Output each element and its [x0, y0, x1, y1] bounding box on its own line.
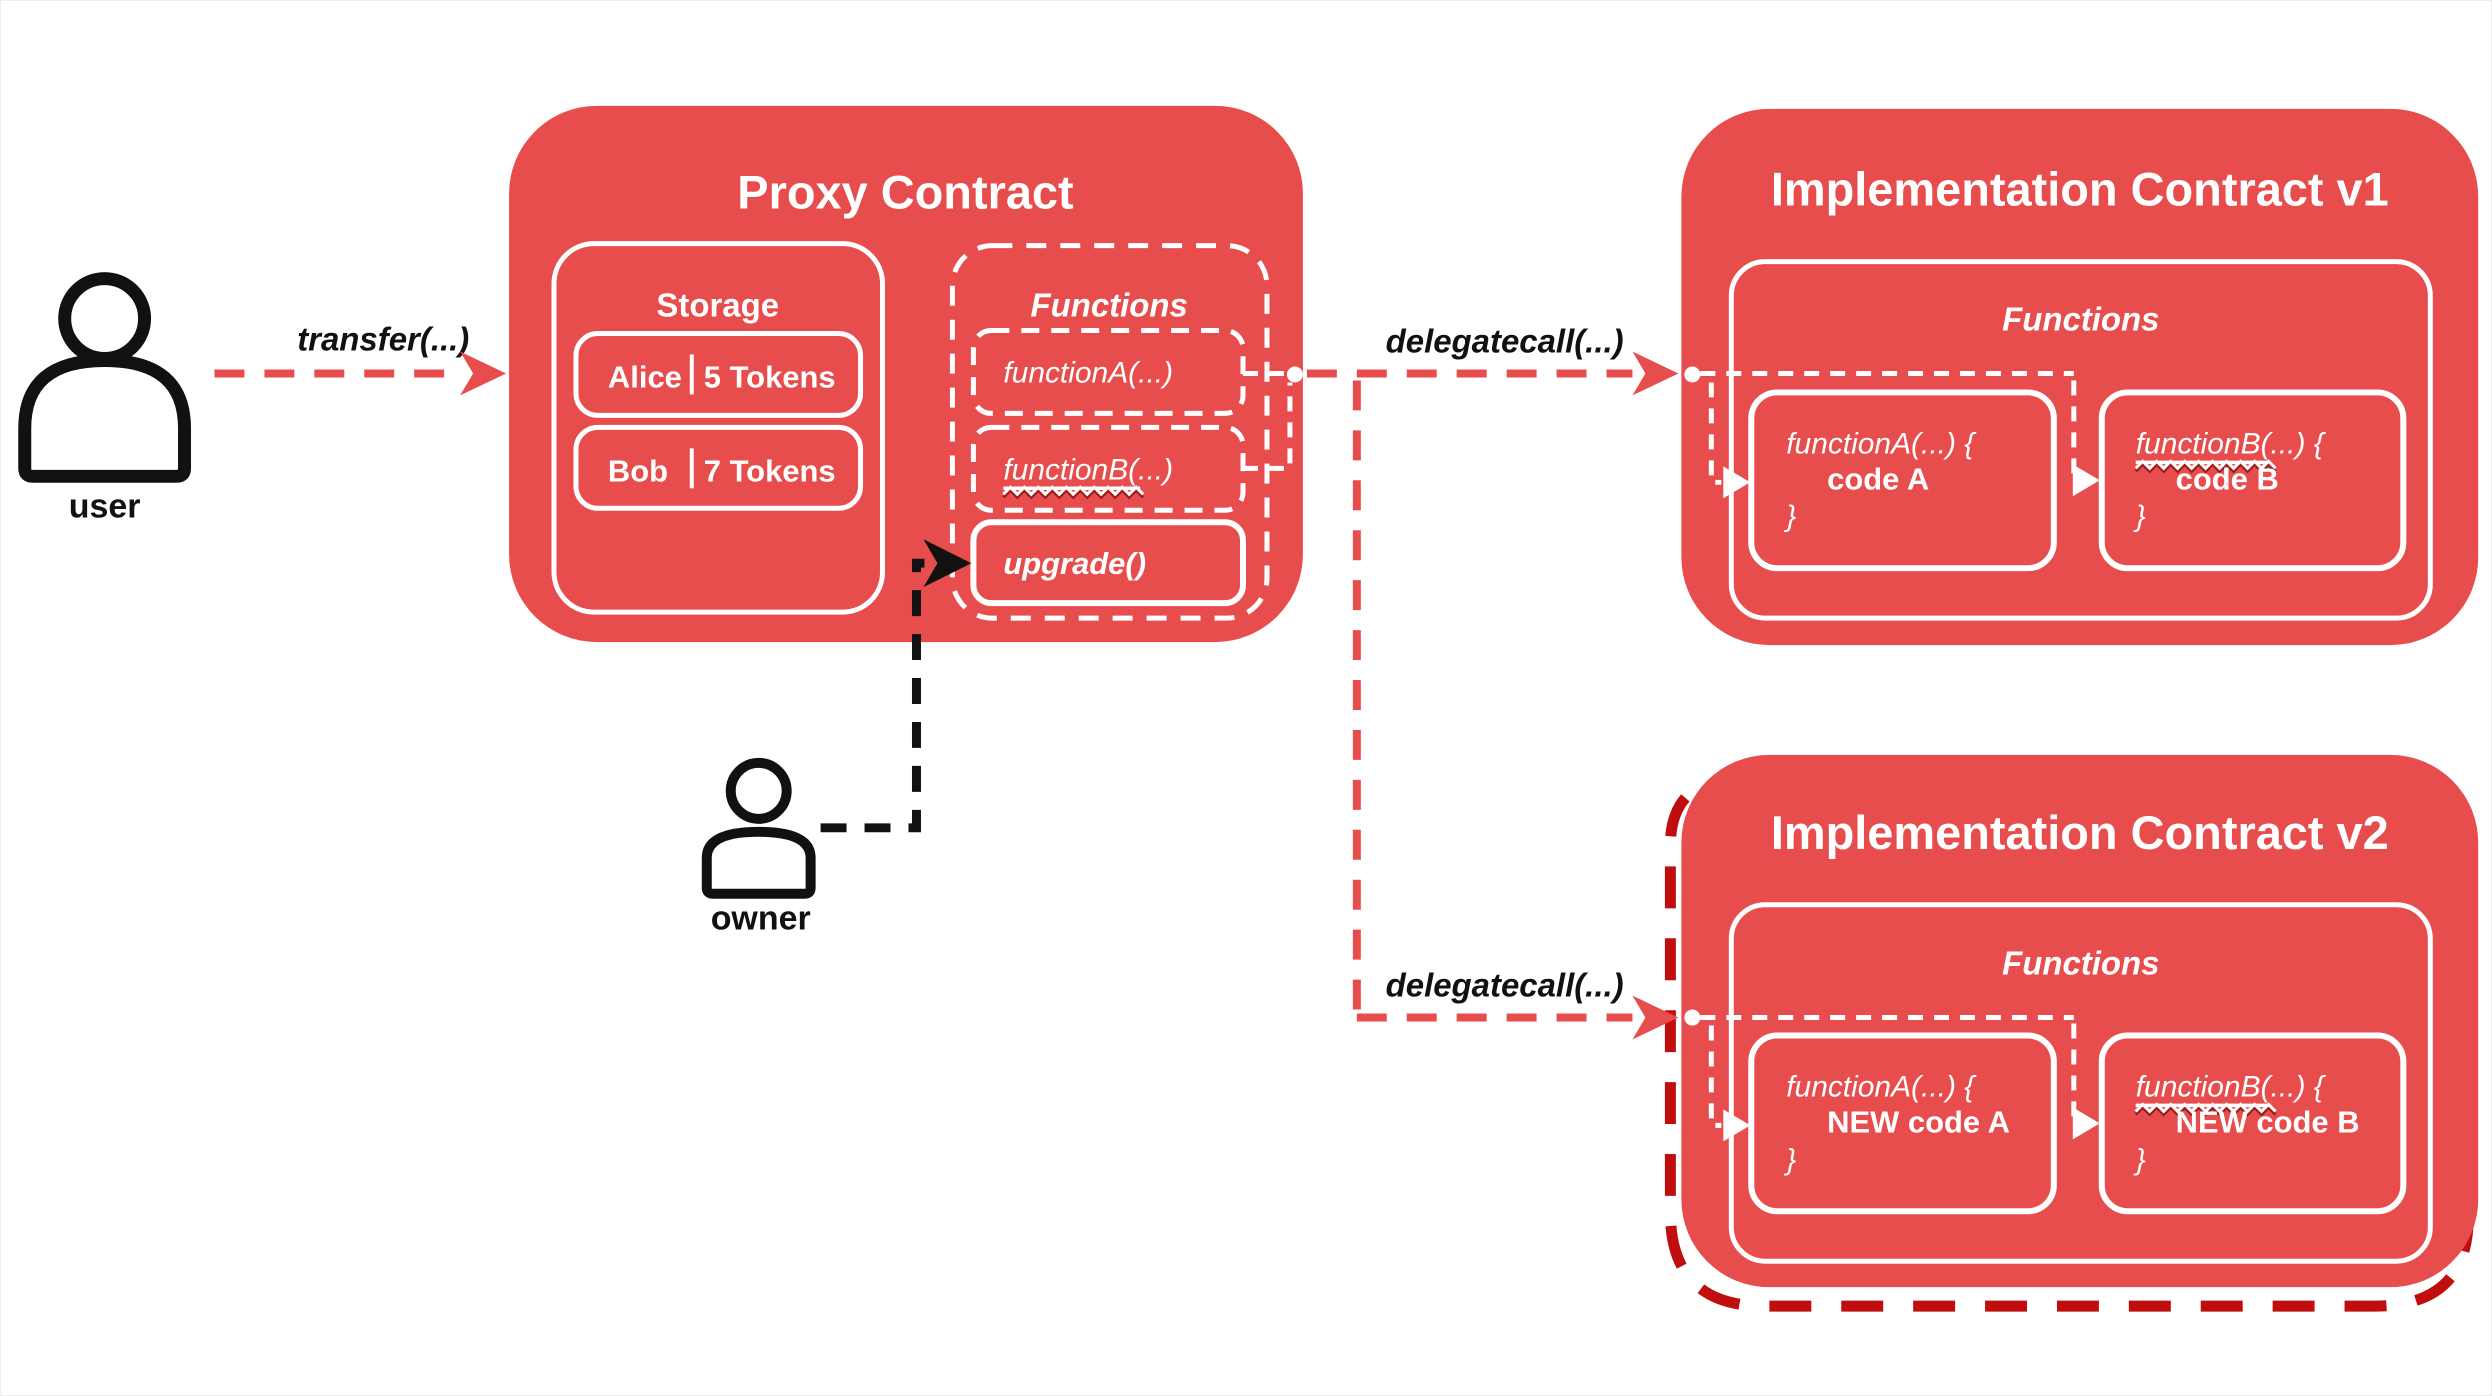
impl-v2-function-b: functionB(...) { NEW code B }	[2098, 1032, 2407, 1215]
delegatecall-arrow-v2: delegatecall(...)	[1352, 380, 1679, 1040]
function-close-brace: }	[2133, 1143, 2146, 1176]
function-signature: functionB(...) {	[2136, 427, 2327, 460]
storage-row-bob: Bob 7 Tokens	[573, 424, 864, 511]
impl-v1-internal-connectors	[1684, 366, 2100, 499]
impl-v2-entry-dot	[1684, 1009, 1701, 1026]
proxy-upgrade-label: upgrade()	[1003, 546, 1146, 581]
owner-icon	[701, 757, 816, 899]
function-close-brace: }	[1783, 500, 1796, 533]
delegatecall-arrow-v1: delegatecall(...)	[1306, 322, 1679, 396]
storage-row-value: 5 Tokens	[704, 359, 836, 394]
upgrade-arrow	[820, 539, 972, 833]
impl-v1-functions-box: Functions functionA(...) { code A } func…	[1728, 259, 2433, 621]
impl-v2-functions-box: Functions functionA(...) { NEW code A } …	[1728, 902, 2433, 1264]
storage-title: Storage	[656, 287, 779, 324]
proxy-upgrade-button-box: upgrade()	[970, 519, 1246, 607]
function-body: code B	[2176, 461, 2279, 496]
impl-v2-box: Implementation Contract v2 Functions fun…	[1681, 754, 2479, 1288]
proxy-functions-box: Functions functionA(...) functionB(...) …	[949, 243, 1270, 621]
storage-row-name: Bob	[608, 453, 668, 488]
proxy-function-a: functionA(...)	[970, 328, 1246, 416]
proxy-function-b-label: functionB(...)	[1003, 453, 1173, 486]
proxy-functions-title: Functions	[1031, 287, 1188, 324]
proxy-contract-box: Proxy Contract Storage Alice 5 Tokens Bo…	[509, 105, 1303, 643]
function-close-brace: }	[1783, 1143, 1796, 1176]
storage-row-name: Alice	[608, 359, 682, 394]
impl-v2-title: Implementation Contract v2	[1771, 807, 2389, 859]
transfer-arrow: transfer(...)	[214, 320, 507, 396]
impl-v2-internal-connectors	[1684, 1009, 2100, 1142]
impl-v1-function-b: functionB(...) { code B }	[2098, 389, 2407, 572]
user-icon	[18, 272, 192, 483]
delegatecall-v2-label: delegatecall(...)	[1386, 967, 1624, 1004]
proxy-internal-connectors	[1243, 366, 1303, 471]
impl-v1-title: Implementation Contract v1	[1771, 164, 2389, 216]
function-signature: functionB(...) {	[2136, 1070, 2327, 1103]
function-signature: functionA(...) {	[1786, 427, 1977, 460]
storage-row-alice: Alice 5 Tokens	[573, 331, 864, 418]
impl-v1-box: Implementation Contract v1 Functions fun…	[1681, 108, 2479, 646]
impl-v1-function-a: functionA(...) { code A }	[1748, 389, 2057, 572]
delegatecall-v1-label: delegatecall(...)	[1386, 322, 1624, 359]
impl-v1-entry-dot	[1684, 366, 1701, 383]
function-signature: functionA(...) {	[1786, 1070, 1977, 1103]
proxy-function-a-label: functionA(...)	[1003, 356, 1173, 389]
proxy-title: Proxy Contract	[737, 167, 1074, 219]
impl-v2-function-a: functionA(...) { NEW code A }	[1748, 1032, 2057, 1215]
transfer-arrowhead	[460, 351, 507, 396]
user-label: user	[69, 487, 141, 525]
impl-v2-functions-title: Functions	[2002, 945, 2159, 982]
function-body: code A	[1827, 461, 1929, 496]
owner-label: owner	[711, 900, 811, 938]
storage-box: Storage Alice 5 Tokens Bob 7 Tokens	[551, 241, 886, 615]
proxy-exit-dot	[1286, 366, 1303, 383]
function-close-brace: }	[2133, 500, 2146, 533]
impl-v2-highlight-outline	[1664, 794, 2474, 1312]
function-body: NEW code A	[1827, 1104, 2010, 1139]
storage-row-value: 7 Tokens	[704, 453, 836, 488]
delegatecall-v1-arrowhead	[1632, 351, 1679, 396]
function-body: NEW code B	[2176, 1104, 2360, 1139]
impl-v1-functions-title: Functions	[2002, 301, 2159, 338]
transfer-label: transfer(...)	[297, 320, 469, 357]
